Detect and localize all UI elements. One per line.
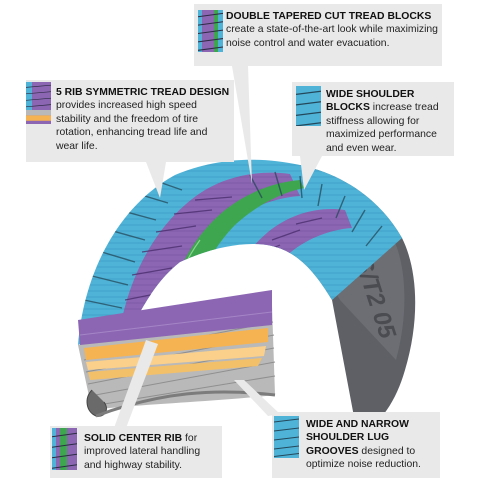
callout-title: 5 RIB SYMMETRIC TREAD DESIGN (56, 87, 230, 98)
pointer-line (300, 156, 322, 190)
callout-title: WIDE AND NARROW SHOULDER LUG GROOVES (306, 419, 409, 457)
tread-thumbnail (52, 428, 77, 476)
callout-body: create a state-of-the-art look while max… (226, 24, 438, 49)
callout-body: increase tread stiffness allowing for ma… (326, 102, 439, 154)
callout-title: DOUBLE TAPERED CUT TREAD BLOCKS (226, 11, 432, 22)
callout-title: SOLID CENTER RIB (84, 433, 183, 444)
steel-belt-orange (84, 328, 268, 360)
tread-thumbnail (26, 82, 51, 160)
callout-solid-center: SOLID CENTER RIB for improved lateral ha… (50, 426, 222, 478)
callout-body: designed to optimize noise reduction. (306, 445, 421, 471)
tread-thumbnail (274, 416, 299, 472)
callout-body: for improved lateral handling and highwa… (84, 433, 201, 471)
callout-body: provides increased high speed stability … (56, 100, 208, 152)
callout-lug-grooves: WIDE AND NARROW SHOULDER LUG GROOVES des… (272, 412, 440, 478)
callout-wide-shoulder: WIDE SHOULDER BLOCKS increase tread stif… (292, 82, 454, 156)
callout-title: WIDE SHOULDER BLOCKS (326, 89, 415, 114)
pointer-line (114, 340, 158, 428)
tire-cross-section (78, 290, 276, 418)
pointer-line (234, 380, 280, 416)
pointer-line (232, 66, 252, 184)
callout-double-tapered: DOUBLE TAPERED CUT TREAD BLOCKS create a… (194, 4, 442, 66)
tread-thumbnail (296, 86, 321, 126)
tread-thumbnail (198, 10, 223, 60)
callout-five-rib: 5 RIB SYMMETRIC TREAD DESIGN provides in… (26, 80, 234, 162)
pointer-line (146, 162, 166, 198)
